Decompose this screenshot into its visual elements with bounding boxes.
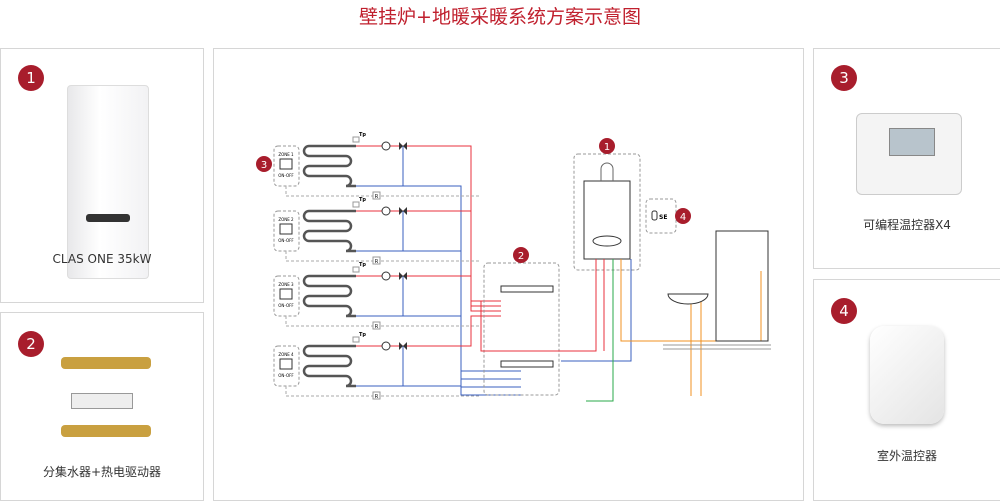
pump-icon [381,206,391,216]
sink-symbol [667,293,709,305]
pump-icon [381,341,391,351]
outdoor-caption: 室外温控器 [876,449,937,463]
manifold-dashed-box [483,262,560,396]
supply-pipe [356,210,501,307]
shower-symbol [715,230,769,342]
zone-switch-label: ON-OFF [278,173,294,178]
return-pipe [356,250,521,380]
boiler-symbol [583,180,631,260]
zone-label: ZONE 4 [278,352,294,357]
marker-label: 1 [604,142,610,153]
valve-icon [399,272,407,280]
supply-manifold [500,285,554,293]
floor-heating-coil [302,274,356,318]
r-label: R [375,194,379,200]
marker-label: 2 [518,251,524,262]
r-label: R [375,324,379,330]
zone-label: ZONE 3 [278,282,294,287]
supply-pipe [356,275,501,312]
zone-thermostat-box [273,345,300,387]
return-pipe [356,185,521,372]
return-manifold [500,360,554,368]
zone-thermostat-box [273,275,300,317]
supply-pipe [356,315,501,347]
marker-1 [599,138,615,154]
valve-icon [399,207,407,215]
valve-icon [399,342,407,350]
supply-pipe [356,145,501,302]
tp-label: Tp [359,197,366,203]
tp-label: Tp [359,262,366,268]
badge-1: 1 [18,65,44,91]
zone-thermostat-box [273,145,300,187]
pump-icon [381,141,391,151]
floor-heating-coil [302,344,356,388]
zone-label: ZONE 2 [278,217,294,222]
r-label: R [375,394,379,400]
pump-icon [381,271,391,281]
marker-3 [256,156,272,172]
badge-2: 2 [18,331,44,357]
tp-label: Tp [359,132,366,138]
zone-switch-label: ON-OFF [278,303,294,308]
panel-boiler: 1 CLAS ONE 35kW [0,48,204,303]
outdoor-sensor-symbol [651,210,658,221]
valve-icon [399,142,407,150]
boiler-image [67,85,149,279]
thermostat-caption: 可编程温控器X4 [863,218,951,232]
marker-label: 3 [261,160,267,171]
panel-thermostat: 3 可编程温控器X4 [813,48,1000,269]
zone-label: ZONE 1 [278,152,294,157]
badge-4: 4 [831,298,857,324]
manifold-caption: 分集水器+热电驱动器 [42,465,162,479]
badge-3: 3 [831,65,857,91]
marker-label: 4 [680,212,686,223]
marker-4 [675,208,691,224]
r-label: R [375,259,379,265]
marker-2 [513,247,529,263]
zone-thermostat-box [273,210,300,252]
outdoor-sensor-image [870,326,944,424]
panel-manifold: 2 分集水器+热电驱动器 [0,312,204,501]
page-title: 壁挂炉+地暖采暖系统方案示意图 [359,6,641,28]
manifold-image [61,347,161,447]
tp-label: Tp [359,332,366,338]
floor-heating-coil [302,144,356,188]
floor-heating-coil [302,209,356,253]
zone-switch-label: ON-OFF [278,238,294,243]
thermostat-image [856,113,962,195]
boiler-caption: CLAS ONE 35kW [52,252,152,266]
zone-switch-label: ON-OFF [278,373,294,378]
boiler-dashed-box [573,153,641,271]
panel-outdoor: 4 室外温控器 [813,279,1000,501]
se-label: SE [659,214,667,221]
return-pipe [356,315,521,388]
